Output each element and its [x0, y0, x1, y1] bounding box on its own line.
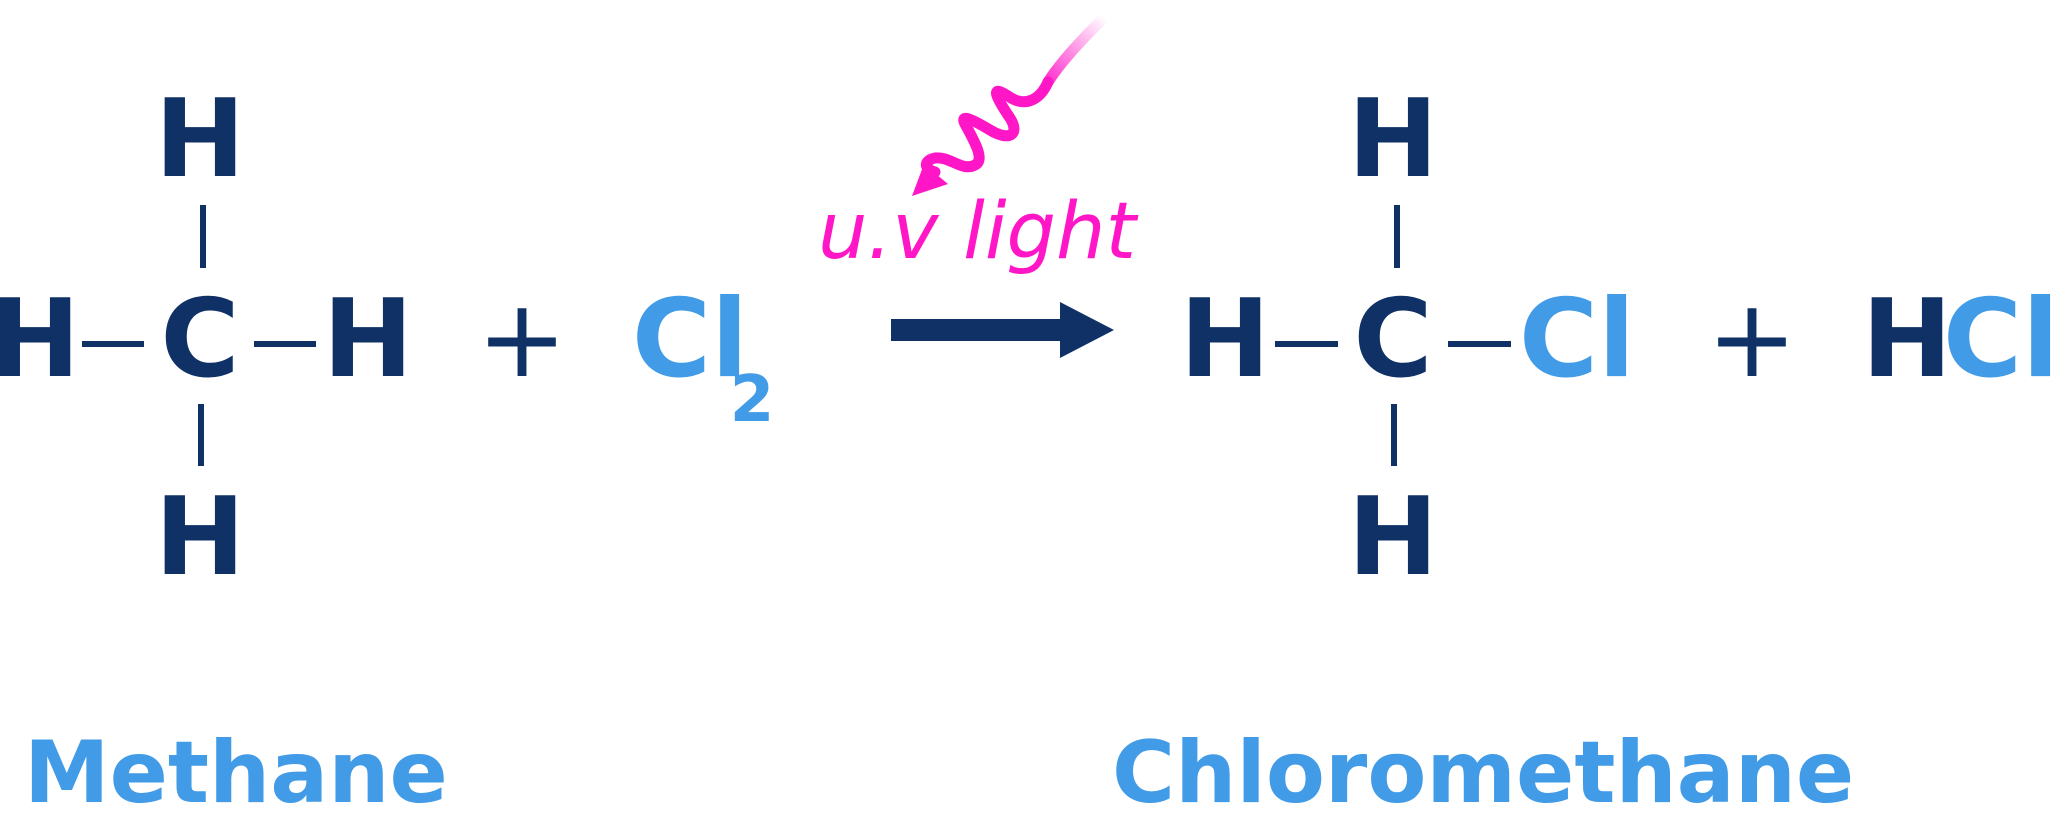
plus-sign-products: + [1706, 277, 1798, 402]
reaction-condition: u.v light [817, 187, 1137, 277]
chlorine-subscript: 2 [729, 363, 775, 437]
chloromethane-bond-left [1275, 341, 1338, 347]
chloromethane-chlorine: Cl [1518, 277, 1636, 402]
methane-bond-top [200, 205, 206, 268]
methane-name-label: Methane [24, 723, 448, 823]
methane-bond-bottom [198, 404, 204, 466]
methane-h-bottom: H [154, 475, 246, 600]
chlorine-symbol: Cl [631, 277, 749, 402]
chloromethane-bond-top [1394, 205, 1400, 268]
methane-h-top: H [154, 77, 246, 202]
chloromethane-bond-bottom [1391, 404, 1397, 466]
methane-bond-right [254, 341, 316, 347]
hcl-hydrogen: H [1861, 277, 1953, 402]
chloromethane-h-top: H [1347, 77, 1439, 202]
chloromethane-h-left: H [1179, 277, 1271, 402]
plus-sign-reactants: + [476, 277, 568, 402]
methane-h-left: H [0, 277, 81, 402]
chloromethane-name-label: Chloromethane [1112, 723, 1855, 823]
chloromethane-h-bottom: H [1347, 475, 1439, 600]
methane-carbon: C [160, 277, 240, 402]
reaction-arrow [891, 302, 1114, 358]
chloromethane-bond-right [1448, 341, 1511, 347]
methane-bond-left [82, 341, 144, 347]
hcl-chlorine: Cl [1942, 277, 2055, 402]
methane-h-right: H [322, 277, 414, 402]
chloromethane-carbon: C [1353, 277, 1433, 402]
uv-light-wave-icon [912, 0, 1124, 196]
